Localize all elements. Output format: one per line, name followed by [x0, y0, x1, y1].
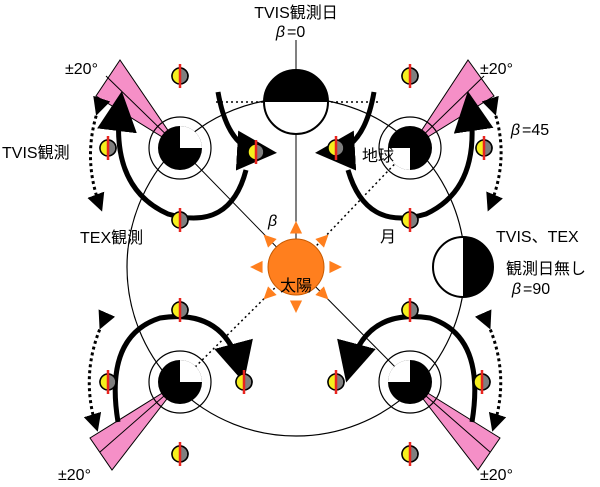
earth-top	[263, 69, 329, 135]
sun-ray	[329, 260, 342, 274]
earth-br	[388, 360, 432, 404]
label-tvis-obs: TVIS観測	[2, 144, 70, 162]
earth-bl	[158, 360, 202, 404]
moon-marker	[401, 208, 419, 232]
arrow-br	[337, 314, 478, 423]
moon-marker	[401, 298, 419, 322]
earth-tr	[388, 126, 432, 170]
sun-ray	[263, 234, 277, 248]
dotted-arrow-left-top	[87, 95, 111, 212]
dotted-arrow-left-bottom	[83, 309, 116, 432]
moon-marker	[99, 136, 117, 160]
moon-orbit-tr	[378, 116, 442, 180]
moon-marker	[171, 442, 189, 466]
label-no-obs-day: 観測日無し	[506, 260, 586, 278]
moon-marker	[99, 370, 117, 394]
sun-ray	[250, 260, 263, 274]
sun	[250, 221, 342, 313]
sun-ray	[263, 286, 277, 300]
dotted-line-bl	[179, 266, 297, 383]
moon-marker	[327, 136, 345, 160]
moon-marker	[171, 298, 189, 322]
label-beta45: =45	[522, 122, 549, 139]
moon-orbit-br	[378, 350, 442, 414]
moon-marker	[235, 370, 253, 394]
arrow-tl	[97, 91, 249, 221]
label-beta-symbol-45: β	[510, 122, 520, 139]
moon-marker	[171, 208, 189, 232]
label-beta-symbol-90: β	[511, 281, 521, 298]
label-beta0: =0	[287, 24, 305, 41]
dotted-arrows	[83, 95, 507, 432]
label-beta-symbol-top: β	[275, 24, 285, 41]
moon-marker	[401, 64, 419, 88]
earth-tl	[158, 126, 202, 170]
sun-ray	[315, 234, 329, 248]
sun-ray	[289, 300, 303, 313]
label-pm20-tr: ±20°	[480, 61, 513, 78]
dotted-arrow-right-top	[481, 95, 503, 212]
label-moon: 月	[380, 229, 396, 246]
moon-marker	[473, 370, 491, 394]
sun-ray	[289, 221, 303, 234]
moon-marker	[247, 140, 265, 164]
dotted-arrow-right-bottom	[474, 309, 507, 432]
label-tex-obs: TEX観測	[80, 229, 143, 247]
sun-disk	[267, 238, 325, 296]
earth-right	[432, 236, 494, 298]
arrow-bl	[112, 314, 253, 423]
arrow-tr	[345, 91, 494, 221]
sun-rays	[250, 221, 342, 313]
moon-marker	[475, 136, 493, 160]
label-tvis-observation-day: TVIS観測日	[254, 4, 338, 22]
label-beta-angle: β	[267, 213, 277, 230]
moon-marker	[327, 370, 345, 394]
label-pm20-bl: ±20°	[58, 467, 91, 484]
moon-markers	[99, 64, 493, 466]
moon-orbit-tl	[148, 116, 212, 180]
label-sun: 太陽	[280, 277, 312, 295]
sun-ray	[315, 286, 329, 300]
label-pm20-tl: ±20°	[65, 61, 98, 78]
label-earth: 地球	[362, 147, 394, 165]
moon-orbit-bl	[148, 350, 212, 414]
label-beta90: =90	[523, 281, 550, 298]
label-pm20-br: ±20°	[480, 467, 513, 484]
label-tvis-tex: TVIS、TEX	[496, 229, 579, 246]
moon-marker	[401, 442, 419, 466]
moon-marker	[171, 64, 189, 88]
